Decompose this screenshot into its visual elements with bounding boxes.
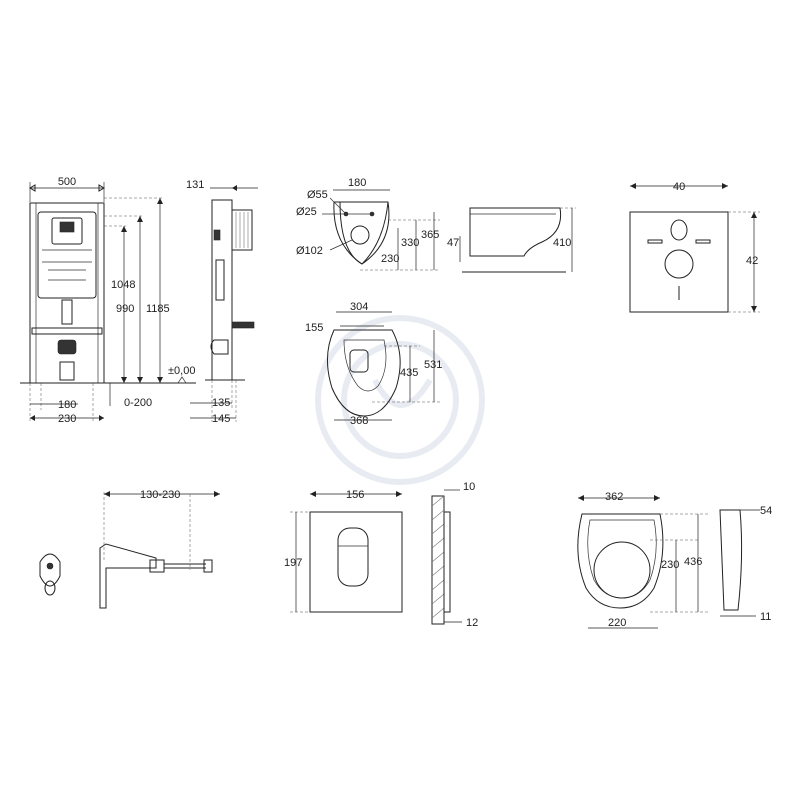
dim-330-label: 330 [401, 237, 419, 249]
bowl-bottom-view: 304 155 435 531 368 [305, 301, 442, 427]
bottom-width-label: 368 [350, 415, 368, 427]
dim-155-label: 155 [305, 322, 323, 334]
frame-front-view: 500 1048 990 1185 ±0, [20, 176, 196, 425]
bowl-width-label: 180 [348, 177, 366, 189]
seat-width-label: 362 [605, 491, 623, 503]
diameter-55-label: Ø55 [307, 189, 328, 201]
dim-410-label: 410 [553, 237, 571, 249]
height-1048-label: 1048 [111, 279, 135, 291]
plate-height-label: 197 [284, 557, 302, 569]
plate-depth-bottom-label: 12 [466, 617, 478, 629]
side-depth-b-label: 145 [212, 413, 230, 425]
pipe-range-label: 130-230 [140, 489, 180, 501]
seat-width-bottom-label: 220 [608, 617, 626, 629]
frame-width-label: 500 [58, 176, 76, 188]
flush-plate-view: 156 197 10 12 [284, 481, 478, 629]
seat-dim-230-label: 230 [661, 559, 679, 571]
bowl-side-view: 47 410 [447, 207, 576, 273]
watermark-logo [315, 315, 485, 485]
diameter-25-label: Ø25 [296, 206, 317, 218]
mat-height-label: 42 [746, 255, 758, 267]
dim-365-label: 365 [421, 229, 439, 241]
base-outer-label: 230 [58, 413, 76, 425]
frame-side-view: 131 135 145 [186, 179, 258, 425]
base-inner-label: 180 [58, 399, 76, 411]
dim-531-label: 531 [424, 359, 442, 371]
adjust-range-label: 0-200 [124, 397, 152, 409]
side-depth-a-label: 135 [212, 397, 230, 409]
seat-side-bottom-label: 11 [760, 611, 771, 623]
plate-depth-top-label: 10 [463, 481, 475, 493]
diameter-102-label: Ø102 [296, 245, 323, 257]
seat-dim-436-label: 436 [684, 556, 702, 568]
bowl-top-view: 180 Ø55 Ø25 Ø102 230 330 365 [296, 177, 440, 271]
dim-435-label: 435 [400, 367, 418, 379]
seat-view: 362 230 436 220 54 11 [577, 491, 772, 629]
acoustic-mat-view: 40 42 [629, 181, 760, 313]
height-990-label: 990 [116, 303, 134, 315]
floor-level-label: ±0,00 [168, 365, 195, 377]
dim-230-label: 230 [381, 253, 399, 265]
dim-47-label: 47 [447, 237, 459, 249]
side-top-label: 131 [186, 179, 204, 191]
bottom-width-top-label: 304 [350, 301, 368, 313]
flush-pipe-view: 130-230 [39, 489, 220, 609]
mat-width-label: 40 [673, 181, 685, 193]
plate-width-label: 156 [346, 489, 364, 501]
seat-side-top-label: 54 [760, 505, 772, 517]
height-1185-label: 1185 [146, 303, 170, 315]
